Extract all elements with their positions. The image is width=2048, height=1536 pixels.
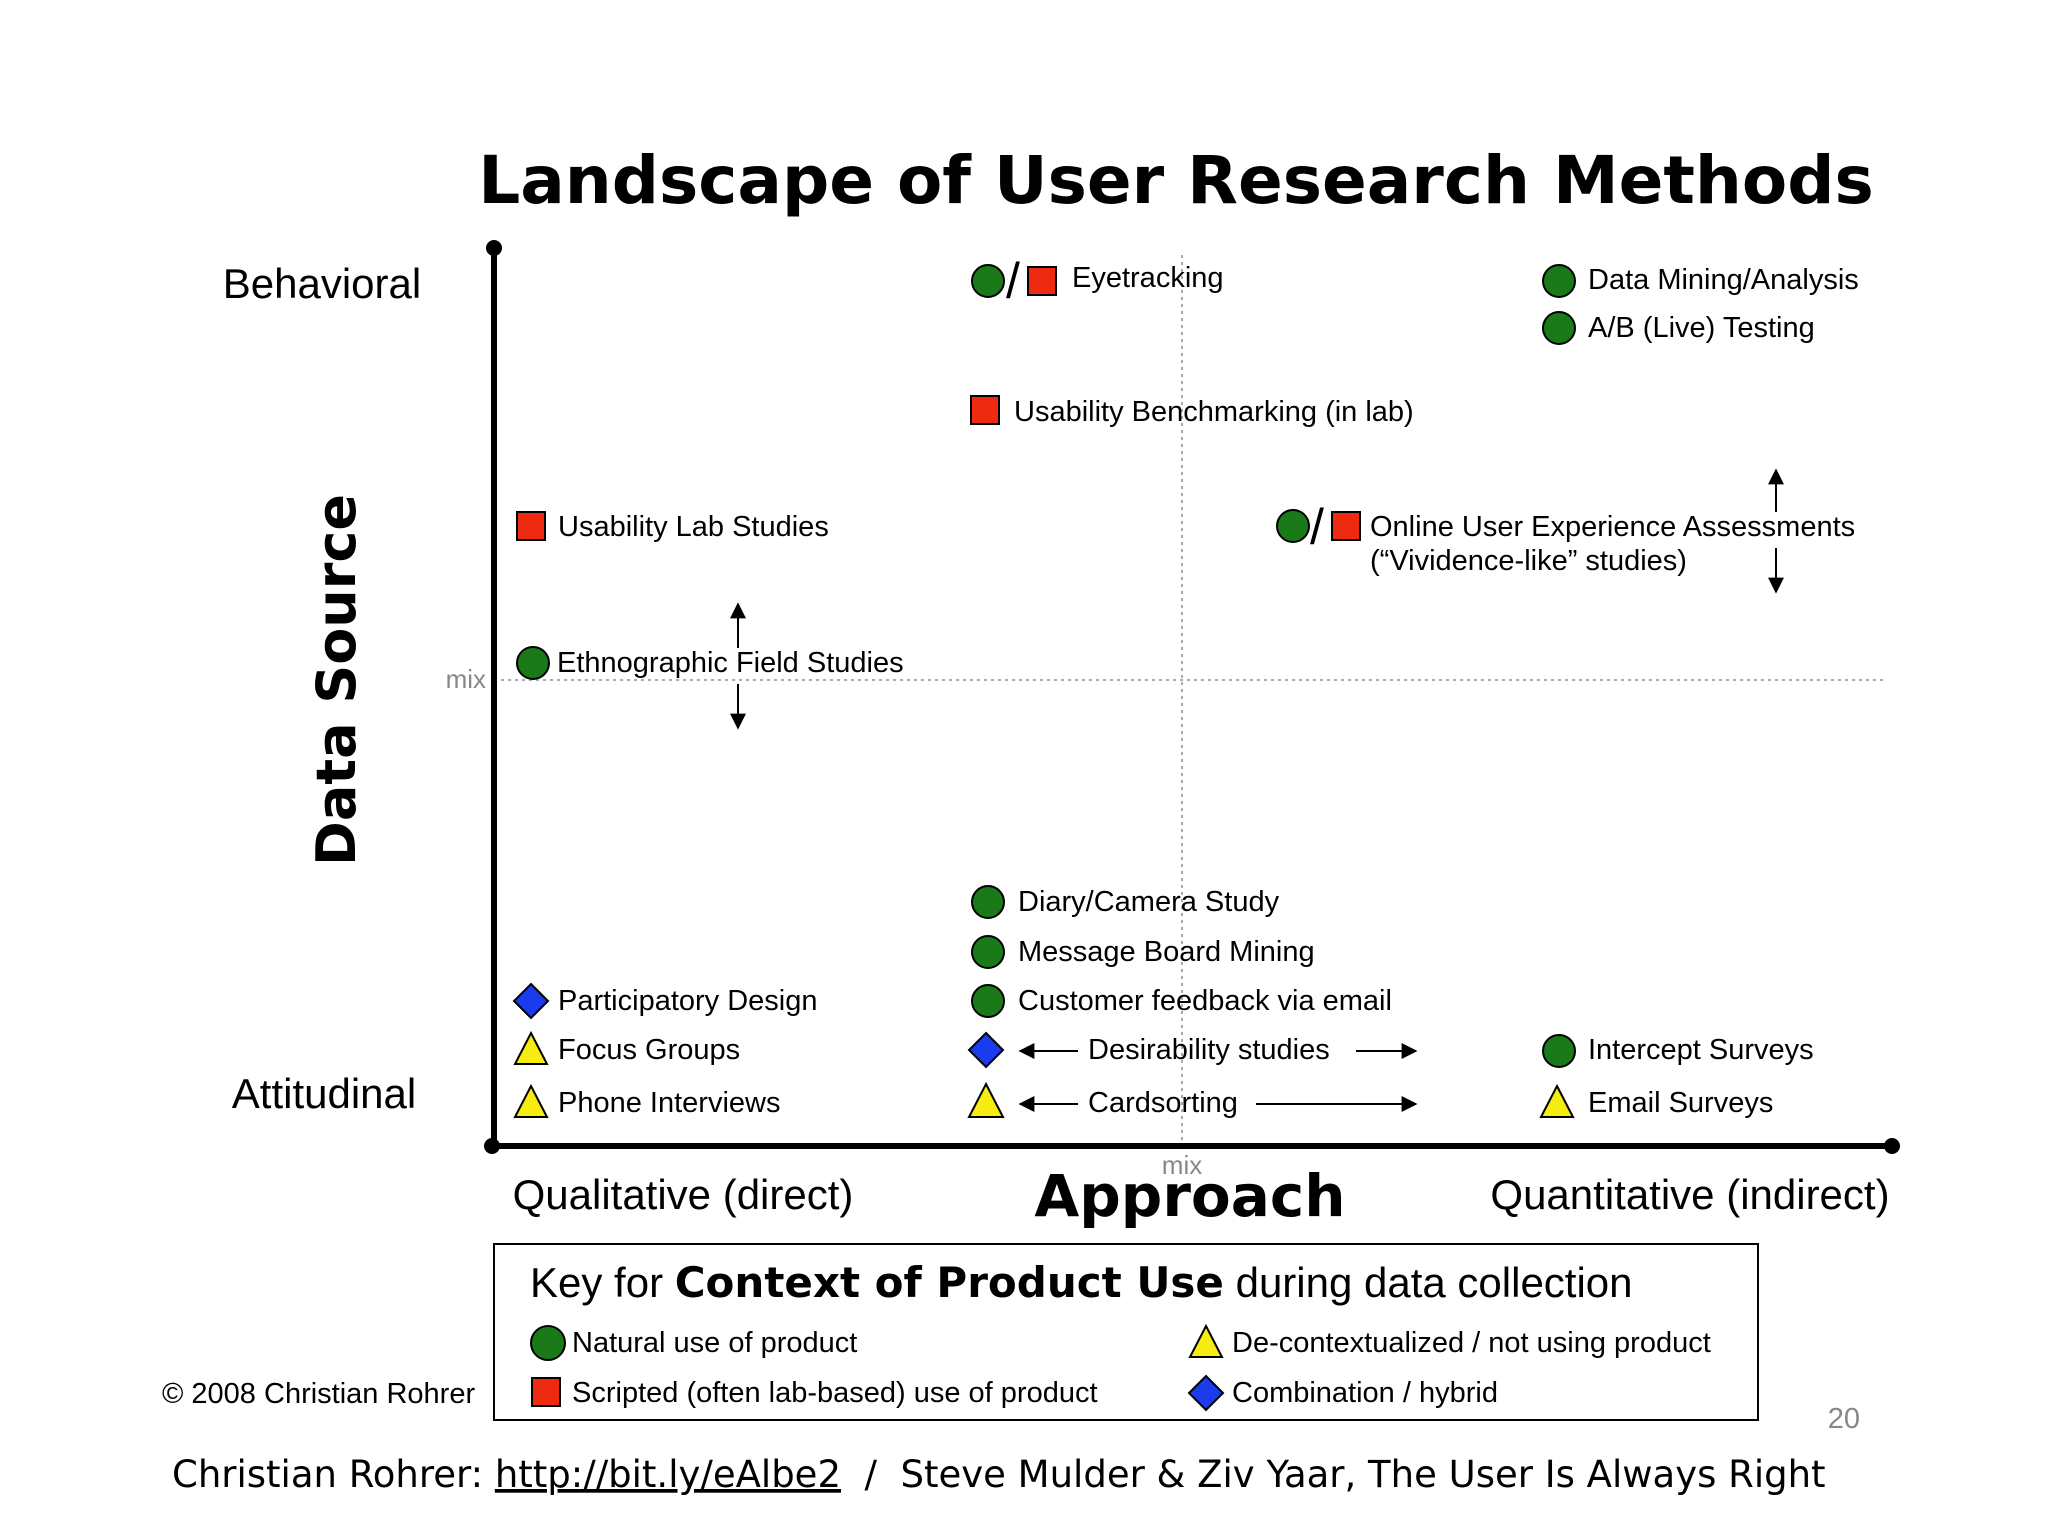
legend-item-decontextualized: De-contextualized / not using product <box>1188 1323 1711 1359</box>
green-circle-icon <box>1276 509 1310 543</box>
method-ethnographic: Ethnographic Field Studies <box>516 602 904 730</box>
red-square-icon <box>1027 266 1057 296</box>
method-label: Usability Lab Studies <box>558 511 829 543</box>
footer-suffix: Steve Mulder & Ziv Yaar, The User Is Alw… <box>901 1453 1826 1496</box>
legend-label: Combination / hybrid <box>1232 1377 1498 1409</box>
method-label: Cardsorting <box>1088 1087 1238 1119</box>
green-circle-icon <box>530 1325 566 1361</box>
slash-separator: / <box>1006 253 1020 309</box>
legend-item-natural: Natural use of product <box>530 1325 857 1361</box>
green-circle-icon <box>971 264 1005 298</box>
legend-label: Scripted (often lab-based) use of produc… <box>572 1377 1098 1409</box>
method-label: Data Mining/Analysis <box>1588 264 1859 296</box>
legend-label: Natural use of product <box>572 1327 857 1359</box>
method-email-surveys: Email Surveys <box>1539 1083 1773 1119</box>
footer-citation: Christian Rohrer: http://bit.ly/eAlbe2 /… <box>172 1453 1826 1496</box>
method-label: Email Surveys <box>1588 1087 1773 1119</box>
blue-diamond-icon <box>1187 1374 1225 1412</box>
legend-title-prefix: Key for <box>530 1259 675 1306</box>
method-label: Customer feedback via email <box>1018 985 1392 1017</box>
y-label-attitudinal: Attitudinal <box>232 1070 416 1117</box>
y-label-mix: mix <box>446 664 486 694</box>
blue-diamond-icon <box>512 982 550 1020</box>
method-label: Diary/Camera Study <box>1018 886 1280 918</box>
legend-label: De-contextualized / not using product <box>1232 1327 1711 1359</box>
method-label: Ethnographic Field Studies <box>557 647 904 679</box>
x-axis-end-dot <box>1884 1138 1900 1154</box>
method-participatory: Participatory Design <box>512 982 818 1020</box>
method-label: Online User Experience Assessments <box>1370 511 1855 543</box>
method-diary: Diary/Camera Study <box>971 885 1280 919</box>
x-axis-title: Approach <box>1034 1162 1345 1230</box>
method-usability-benchmarking: Usability Benchmarking (in lab) <box>970 395 1414 428</box>
red-square-icon <box>1331 511 1361 541</box>
blue-diamond-icon <box>967 1031 1005 1069</box>
footer-link[interactable]: http://bit.ly/eAlbe2 <box>495 1453 841 1496</box>
legend-item-scripted: Scripted (often lab-based) use of produc… <box>531 1377 1098 1409</box>
legend-title-suffix: during data collection <box>1224 1259 1633 1306</box>
x-label-quantitative: Quantitative (indirect) <box>1490 1171 1889 1218</box>
green-circle-icon <box>971 935 1005 969</box>
method-label: Intercept Surveys <box>1588 1034 1814 1066</box>
method-label: Focus Groups <box>558 1034 740 1066</box>
red-square-icon <box>531 1377 561 1407</box>
yellow-triangle-icon <box>513 1083 549 1118</box>
red-square-icon <box>970 395 1000 425</box>
method-label: Phone Interviews <box>558 1087 780 1119</box>
method-label: Participatory Design <box>558 985 818 1017</box>
y-axis-title: Data Source <box>305 494 368 866</box>
origin-dot <box>484 1138 500 1154</box>
green-circle-icon <box>971 984 1005 1018</box>
footer-separator: / <box>841 1453 901 1496</box>
method-intercept: Intercept Surveys <box>1542 1034 1814 1068</box>
red-square-icon <box>516 511 546 541</box>
y-axis-end-dot <box>486 240 502 256</box>
x-label-qualitative: Qualitative (direct) <box>513 1171 854 1218</box>
method-phone-interviews: Phone Interviews <box>513 1083 780 1119</box>
method-label: A/B (Live) Testing <box>1588 312 1815 344</box>
page-title: Landscape of User Research Methods <box>478 142 1874 219</box>
copyright-text: © 2008 Christian Rohrer <box>162 1378 475 1410</box>
green-circle-icon <box>516 646 550 680</box>
legend-title: Key for Context of Product Use during da… <box>530 1258 1633 1307</box>
yellow-triangle-icon <box>1539 1083 1575 1118</box>
method-message-board: Message Board Mining <box>971 935 1315 969</box>
green-circle-icon <box>1542 264 1576 298</box>
yellow-triangle-icon <box>513 1030 549 1065</box>
method-online-ux: / Online User Experience Assessments (“V… <box>1276 468 1855 594</box>
method-eyetracking: / Eyetracking <box>971 253 1224 309</box>
green-circle-icon <box>1542 311 1576 345</box>
slash-separator: / <box>1310 499 1324 555</box>
method-customer-feedback: Customer feedback via email <box>971 984 1392 1018</box>
method-ab-testing: A/B (Live) Testing <box>1542 311 1815 345</box>
legend-title-bold: Context of Product Use <box>675 1258 1224 1307</box>
green-circle-icon <box>971 885 1005 919</box>
method-usability-lab: Usability Lab Studies <box>516 511 829 543</box>
yellow-triangle-icon <box>967 1081 1005 1118</box>
x-label-mix: mix <box>1162 1150 1202 1180</box>
method-label: Message Board Mining <box>1018 936 1315 968</box>
method-desirability: Desirability studies <box>967 1031 1418 1069</box>
method-sublabel: (“Vividence-like” studies) <box>1370 545 1687 577</box>
yellow-triangle-icon <box>1188 1323 1224 1358</box>
green-circle-icon <box>1542 1034 1576 1068</box>
page-number: 20 <box>1828 1403 1860 1435</box>
y-label-behavioral: Behavioral <box>223 260 421 307</box>
footer-prefix: Christian Rohrer: <box>172 1453 495 1496</box>
method-cardsorting: Cardsorting <box>967 1081 1418 1119</box>
method-data-mining: Data Mining/Analysis <box>1542 264 1859 298</box>
method-label: Desirability studies <box>1088 1034 1330 1066</box>
method-focus-groups: Focus Groups <box>513 1030 740 1066</box>
method-label: Eyetracking <box>1072 262 1224 294</box>
method-label: Usability Benchmarking (in lab) <box>1014 396 1414 428</box>
legend-key: Key for Context of Product Use during da… <box>493 1243 1759 1421</box>
legend-item-combination: Combination / hybrid <box>1187 1374 1498 1412</box>
legend-box <box>493 1243 1759 1421</box>
